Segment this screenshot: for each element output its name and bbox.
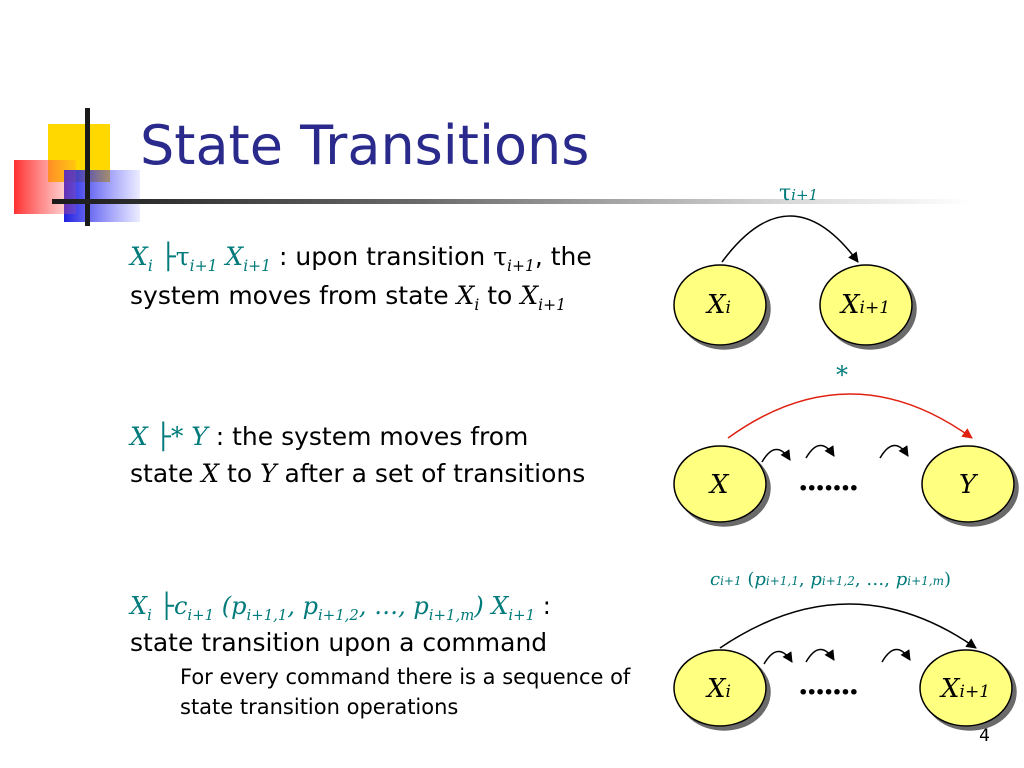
item-2-rhs: Y	[191, 422, 208, 451]
item-1-line-2-a: system moves from state	[130, 281, 457, 310]
item-2-line-2-b: to	[219, 459, 261, 488]
item-3-line-1: Xi ├ci+1 (pi+1,1, pi+1,2, …, pi+1,m) Xi+…	[130, 592, 551, 624]
diagram-3-node-left	[673, 649, 767, 727]
item-1-desc-tau: τi+1	[493, 242, 535, 275]
item-2-lhs: X	[130, 422, 148, 451]
diagram-2-mini-arc-1	[761, 448, 791, 463]
item-1-line-2-b: to	[479, 281, 521, 310]
diagram-2-node-left-label: X	[708, 470, 730, 500]
diagram-1-node-left	[673, 264, 767, 346]
item-3-note-1: For every command there is a sequence of	[180, 665, 631, 689]
diagram-2-node-right-label: Y	[959, 470, 979, 500]
item-2-line-1: X ├* Y : the system moves from	[130, 422, 528, 451]
item-3-colon: :	[535, 592, 551, 620]
diagram-2-node-right	[921, 445, 1015, 523]
item-3-lhs: Xi	[130, 592, 152, 624]
diagram-2-mini-arc-2	[805, 444, 835, 459]
item-1-line-2: system moves from state Xi to Xi+1	[130, 281, 566, 314]
item-1-desc-1: : upon transition	[271, 242, 494, 271]
diagram-3: ci+1 (pi+1,1, pi+1,2, …, pi+1,m) Xi ····…	[673, 569, 1013, 727]
logo-blue-square	[64, 170, 140, 222]
diagram-2: * X ······· Y	[673, 361, 1015, 523]
item-1-tau: τi+1	[175, 242, 218, 275]
diagram-2-node-left	[673, 445, 767, 523]
item-2-line-2-y: Y	[260, 459, 277, 488]
diagram-2-arc-label: *	[836, 361, 848, 389]
item-1-turnstile: ├	[160, 242, 176, 271]
diagram-3-mini-arc-3	[881, 648, 911, 663]
item-2-line-2: state X to Y after a set of transitions	[130, 459, 585, 488]
diagram-1: τi+1 Xi Xi+1	[673, 181, 913, 346]
diagram-3-dots: ·······	[798, 675, 858, 710]
item-2-line-2-c: after a set of transitions	[276, 459, 586, 488]
diagram-2-star-arc	[727, 393, 973, 439]
item-3-command: ci+1 (pi+1,1, pi+1,2, …, pi+1,m) Xi+1	[173, 592, 536, 624]
diagram-1-node-right-label: Xi+1	[839, 290, 890, 320]
diagram-3-node-right-label: Xi+1	[939, 674, 990, 704]
logo-vertical-bar	[85, 108, 90, 226]
diagram-3-node-left-label: Xi	[705, 674, 731, 704]
diagram-1-node-right	[819, 264, 913, 346]
diagram-3-node-right	[919, 649, 1013, 727]
diagram-2-mini-arc-3	[879, 444, 909, 459]
item-1-line-1: Xi ├τi+1 Xi+1 : upon transition τi+1, th…	[130, 242, 592, 275]
item-2-desc-1: : the system moves from	[207, 422, 529, 451]
diagram-3-mini-arc-2	[805, 648, 835, 663]
item-1-lhs: Xi	[130, 242, 153, 275]
item-1-desc-2: , the	[534, 242, 592, 271]
logo-red-square	[14, 160, 76, 214]
slide-logo-decoration	[14, 108, 140, 226]
item-2-star: *	[170, 422, 184, 451]
diagram-3-arc	[719, 603, 977, 649]
item-3-line-2: state transition upon a command	[130, 628, 548, 657]
item-3-note-2: state transition operations	[180, 695, 459, 719]
diagram-3-mini-arc-1	[763, 650, 793, 665]
item-2-turnstile: ├	[155, 422, 171, 451]
item-1-rhs: Xi+1	[225, 242, 272, 275]
diagram-2-dots: ·······	[798, 471, 858, 506]
slide-number: 4	[979, 726, 990, 746]
diagram-1-arc	[721, 215, 859, 263]
item-2-line-2-x: X	[201, 459, 220, 488]
diagram-3-arc-label: ci+1 (pi+1,1, pi+1,2, …, pi+1,m)	[710, 569, 951, 590]
item-3-turnstile: ├	[159, 592, 174, 620]
item-2-line-2-a: state	[130, 459, 202, 488]
title-underline	[52, 199, 972, 204]
diagram-1-arc-label: τi+1	[779, 181, 818, 206]
diagram-1-node-left-label: Xi	[705, 290, 731, 320]
slide-title: State Transitions	[140, 114, 590, 177]
item-1-line-2-y: Xi+1	[520, 281, 566, 314]
item-1-line-2-x: Xi	[456, 281, 480, 314]
